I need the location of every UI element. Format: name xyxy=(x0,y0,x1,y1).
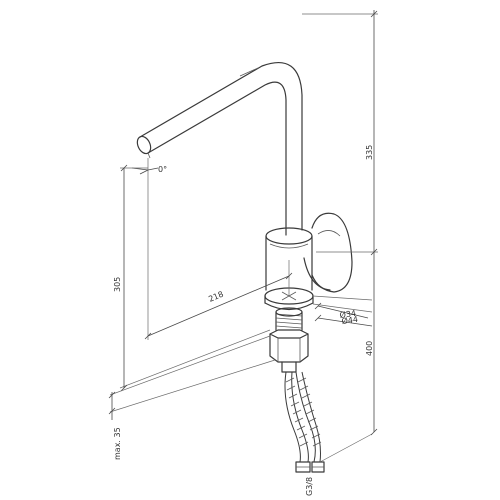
dim-reach xyxy=(144,195,293,340)
faucet-lever xyxy=(303,212,353,293)
angle-label: 0° xyxy=(158,165,167,174)
threaded-shank xyxy=(275,307,303,331)
hose-length-label: 400 xyxy=(365,341,374,356)
dim-hose-length xyxy=(319,252,378,463)
thread-label: G3/8 xyxy=(305,477,314,496)
dim-max-thickness xyxy=(108,335,276,420)
diameter-34-label: Ø34 xyxy=(339,308,357,320)
dim-height-total xyxy=(302,10,378,256)
diameter-44-label: Ø44 xyxy=(341,314,359,326)
height-total-label: 335 xyxy=(365,145,374,160)
dim-angle xyxy=(131,158,159,195)
reach-label: 218 xyxy=(207,290,225,304)
faucet-spout xyxy=(136,61,303,236)
max-thickness-label: max. 35 xyxy=(113,427,122,460)
dim-diameters xyxy=(312,295,373,327)
height-spout-label: 305 xyxy=(113,277,122,292)
faucet-body xyxy=(265,227,313,291)
mounting-nut xyxy=(269,329,309,373)
flex-hoses xyxy=(284,371,325,473)
dim-height-spout xyxy=(119,164,271,392)
